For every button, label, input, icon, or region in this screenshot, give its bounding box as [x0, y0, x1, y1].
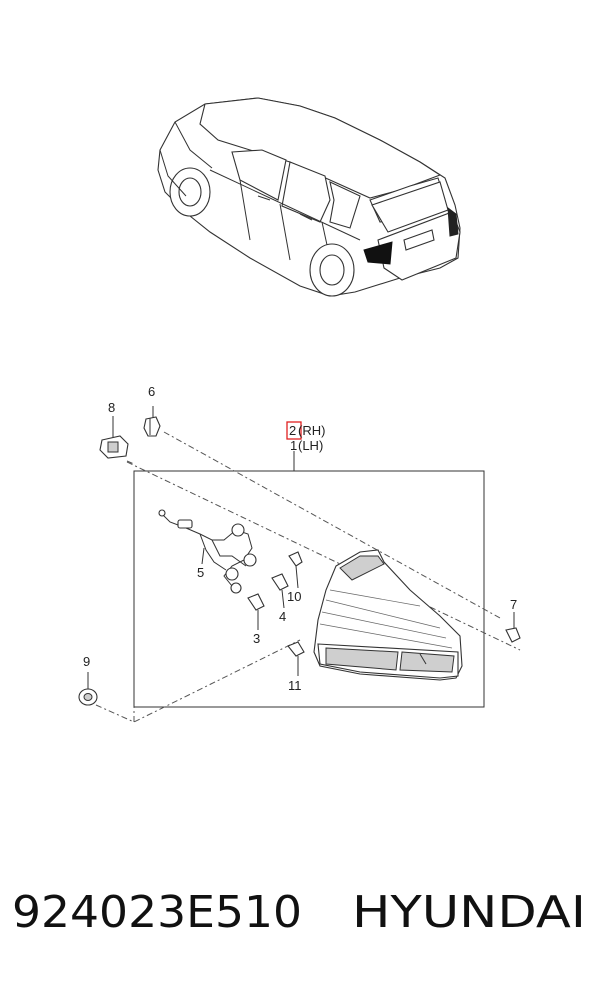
tail-lamp-highlight [363, 241, 393, 265]
callout-2-highlight [286, 421, 302, 440]
callout-lh: (LH) [298, 438, 323, 453]
callout-7: 7 [510, 597, 517, 612]
part-5-wiring-harness [158, 509, 257, 594]
brand-name: HYUNDAI [352, 887, 586, 938]
part-4-bulb [271, 573, 289, 609]
part-10-bulb [288, 551, 303, 589]
callout-5: 5 [197, 565, 204, 580]
callout-2: 2 [289, 423, 296, 438]
callout-10: 10 [287, 589, 301, 604]
part-7-screw [505, 612, 521, 643]
callout-rh: (RH) [298, 423, 325, 438]
part-number: 924023E510 [12, 887, 302, 938]
callout-11: 11 [288, 678, 302, 693]
part-8-bracket [99, 416, 129, 459]
part-6-clip [143, 406, 161, 437]
part-11-bulb [287, 641, 305, 676]
callout-4: 4 [279, 609, 286, 624]
exploded-view: 6 8 2 (RH) 1 (LH) 5 10 4 3 7 9 11 [78, 384, 521, 723]
callout-1: 1 [290, 438, 297, 453]
callout-6: 6 [148, 384, 155, 399]
part-3-bulb [247, 593, 265, 630]
callout-3: 3 [253, 631, 260, 646]
callout-8: 8 [108, 400, 115, 415]
part-9-grommet [78, 672, 98, 706]
tail-lamp-assembly [313, 549, 463, 681]
callout-9: 9 [83, 654, 90, 669]
vehicle-illustration [157, 97, 461, 297]
